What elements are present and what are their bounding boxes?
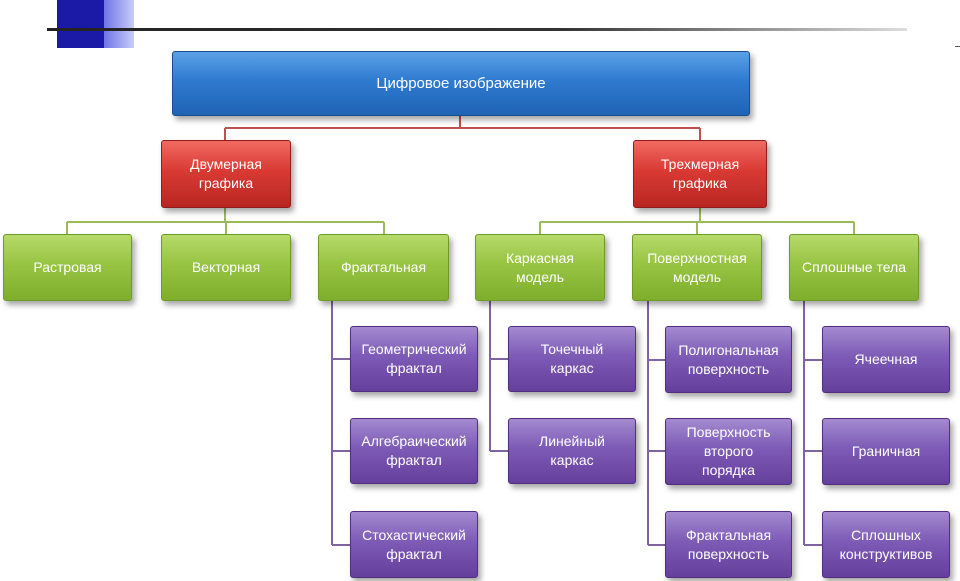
edge-tick-mark xyxy=(955,46,960,47)
algebraic-fractal-node: Алгебраический фрактал xyxy=(350,418,478,484)
second-level-connectors xyxy=(66,208,855,234)
point-wireframe-node: Точечный каркас xyxy=(508,326,636,392)
boundary-node: Граничная xyxy=(822,418,950,485)
vector-node: Векторная xyxy=(161,234,291,301)
second-order-surface-node: Поверхность второго порядка xyxy=(665,418,792,485)
raster-node: Растровая xyxy=(3,234,132,301)
solid-constructive-node: Сплошных конструктивов xyxy=(822,511,950,578)
two-d-graphics-node: Двумерная графика xyxy=(161,140,291,208)
geometric-fractal-node: Геометрический фрактал xyxy=(350,326,478,392)
root-node: Цифровое изображение xyxy=(172,51,750,116)
header-rule xyxy=(47,28,907,31)
third-level-connectors xyxy=(331,301,822,546)
surface-model-node: Поверхностная модель xyxy=(632,234,762,301)
fractal-node: Фрактальная xyxy=(318,234,449,301)
header-accent-square xyxy=(57,0,104,48)
polygonal-surface-node: Полигональная поверхность xyxy=(665,326,792,393)
fractal-surface-node: Фрактальная поверхность xyxy=(665,511,792,578)
cellular-node: Ячеечная xyxy=(822,326,950,393)
solid-bodies-node: Сплошные тела xyxy=(789,234,919,301)
header-accent-gradient xyxy=(104,0,134,48)
stochastic-fractal-node: Стохастический фрактал xyxy=(350,511,478,578)
root-connectors xyxy=(224,116,701,140)
three-d-graphics-node: Трехмерная графика xyxy=(633,140,767,208)
line-wireframe-node: Линейный каркас xyxy=(508,418,636,484)
wireframe-model-node: Каркасная модель xyxy=(475,234,605,301)
